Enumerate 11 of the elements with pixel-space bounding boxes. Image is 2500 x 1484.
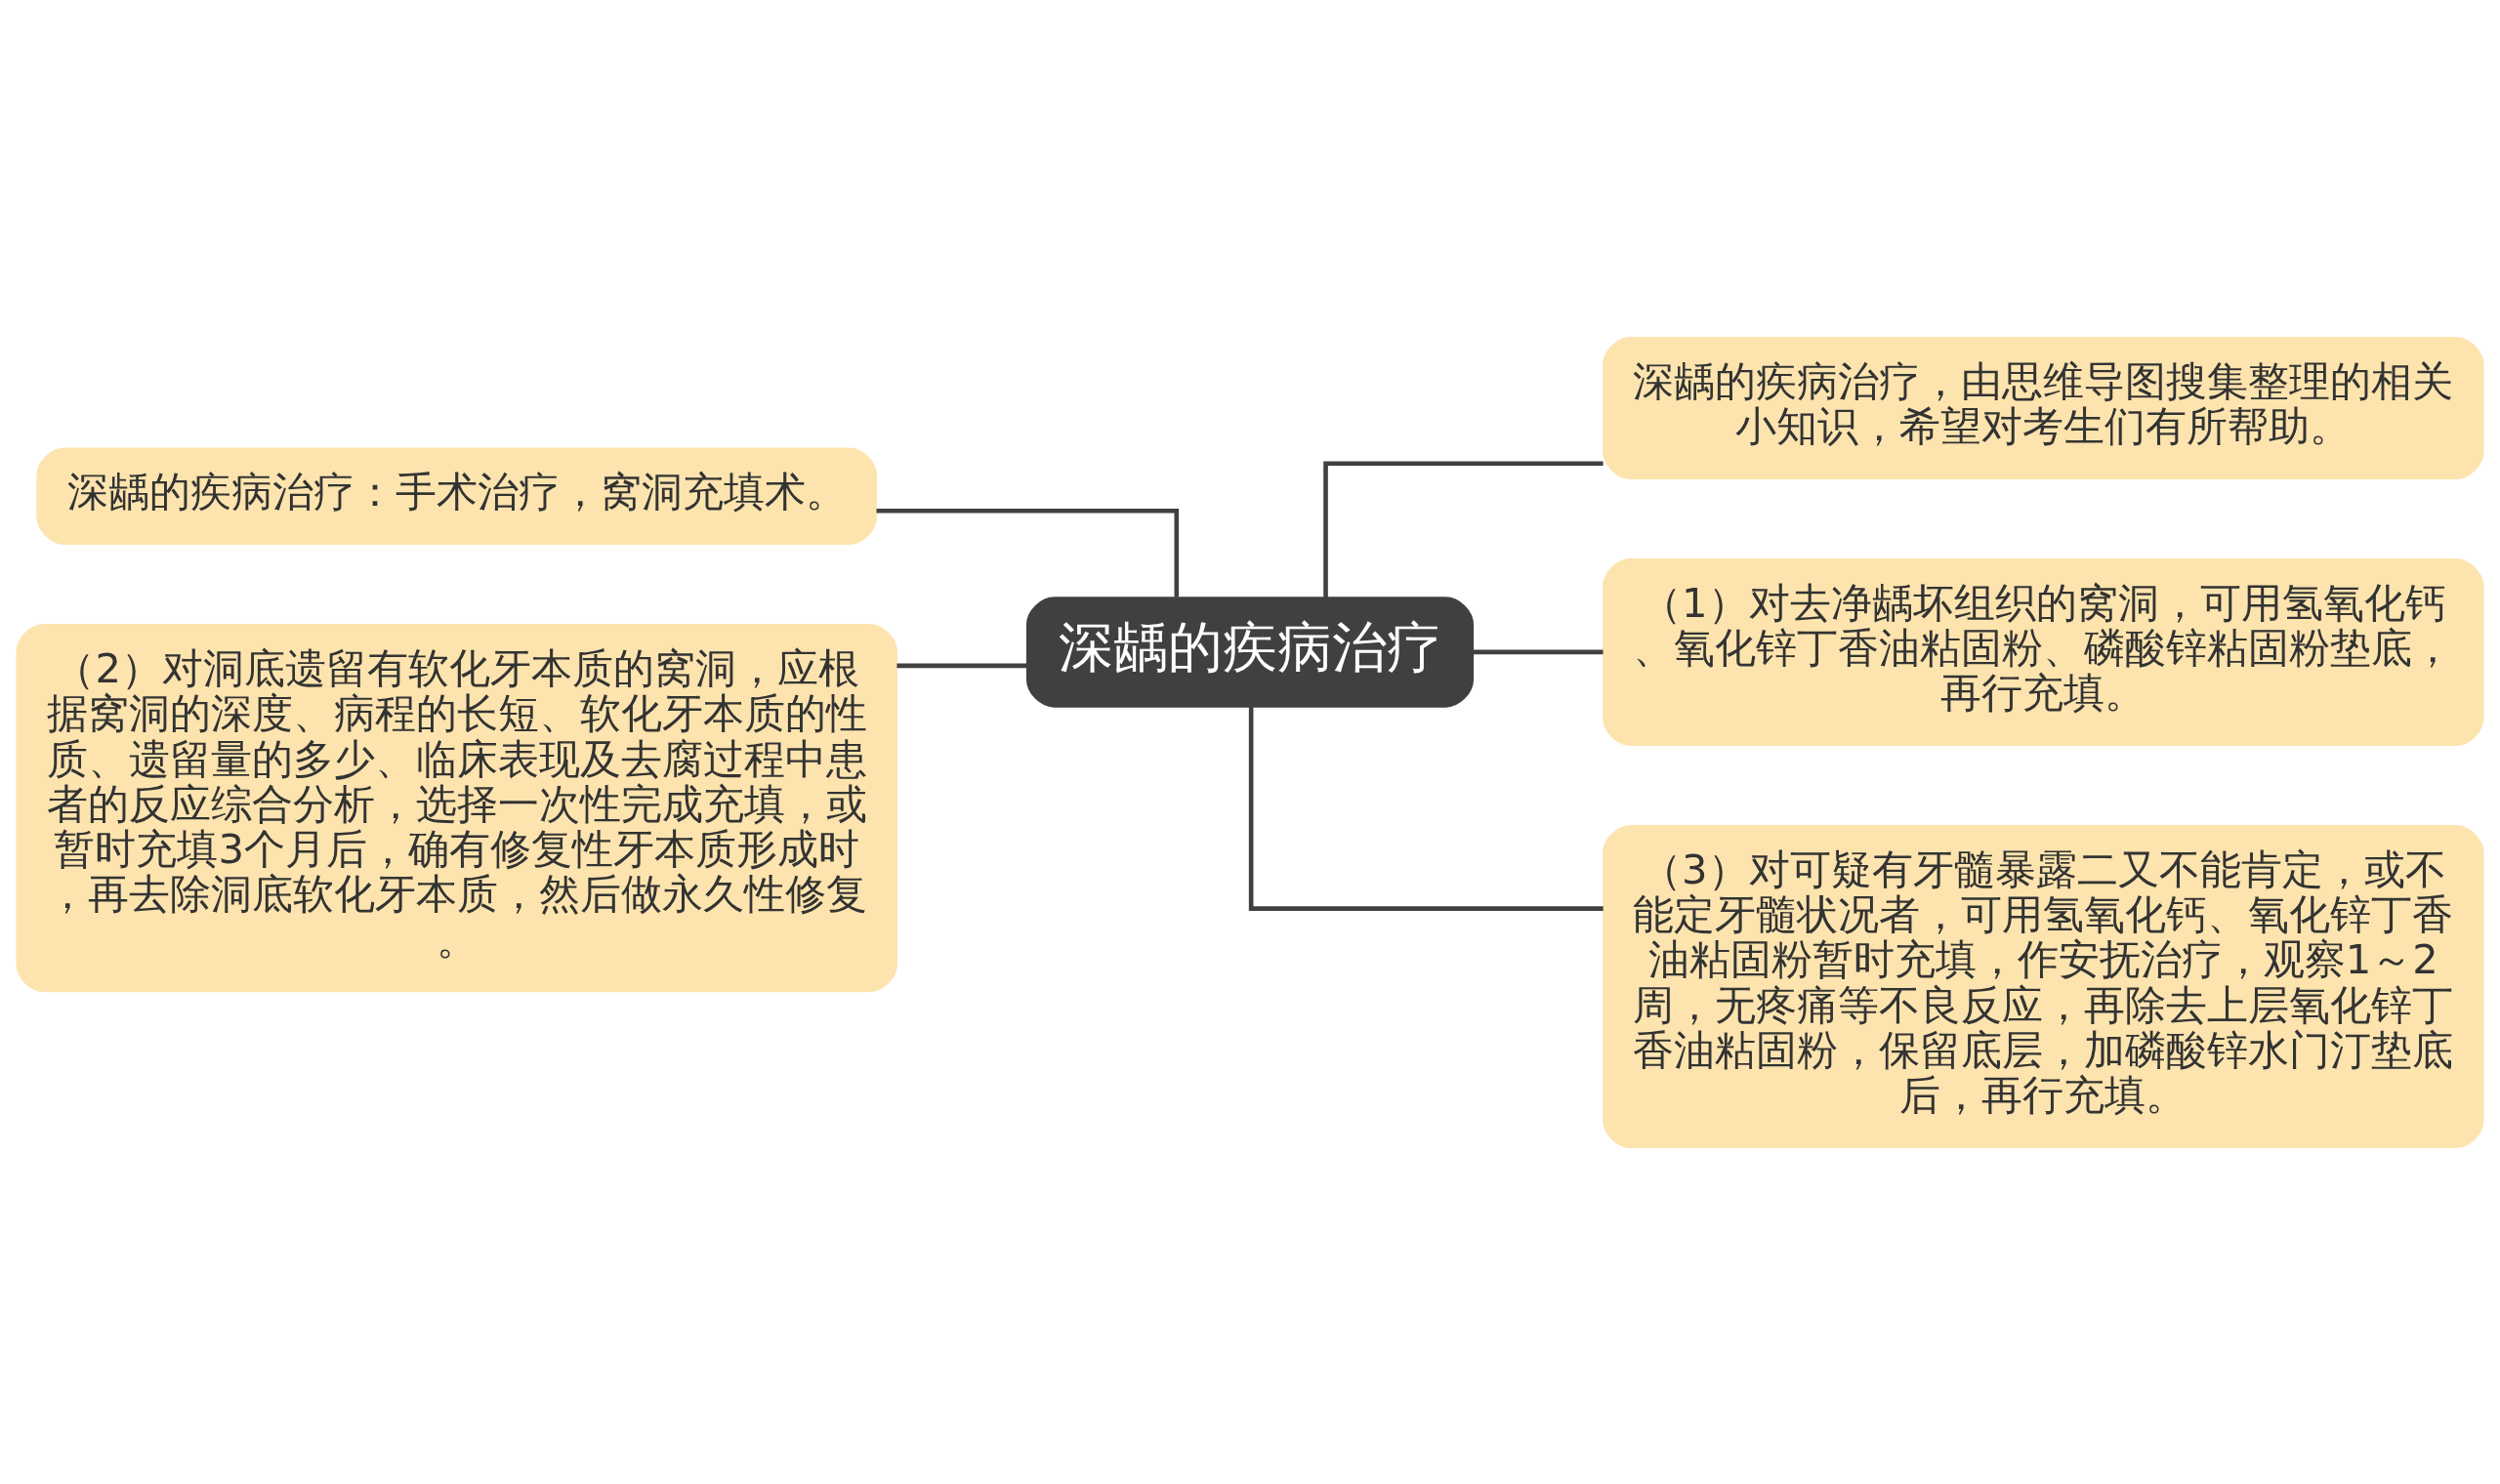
node-box: 深龋的疾病治疗 — [1025, 596, 1475, 708]
node-box: （3）对可疑有牙髓暴露二又不能肯定，或不能定牙髓状况者，可用氢氧化钙、氧化锌丁香油粘固粉暂时充填，作安抚治疗，观察1～2周，无疼痛等不良反应，再除去上层氧化锌丁香油粘固粉，保留底层，加磷酸锌水门汀垫底后，再行充填。 — [1603, 824, 2484, 1148]
node-box: 深龋的疾病治疗，由思维导图搜集整理的相关小知识，希望对考生们有所帮助。 — [1603, 336, 2484, 479]
connector — [896, 663, 1027, 668]
connector — [1473, 649, 1604, 654]
node-box: 深龋的疾病治疗：手术治疗，窝洞充填术。 — [36, 447, 878, 545]
node-box: （1）对去净龋坏组织的窝洞，可用氢氧化钙、氧化锌丁香油粘固粉、磷酸锌粘固粉垫底，再行充填。 — [1603, 557, 2484, 746]
connector — [1323, 460, 1604, 598]
connector — [1248, 706, 1604, 911]
connector — [876, 508, 1180, 598]
node-box: （2）对洞底遗留有软化牙本质的窝洞，应根据窝洞的深度、病程的长短、软化牙本质的性质、遗留量的多少、临床表现及去腐过程中患者的反应综合分析，选择一次性完成充填，或暂时充填3个月后，确有修复性牙本质形成时，再去除洞底软化牙本质，然后做永久性修复。 — [16, 623, 897, 992]
